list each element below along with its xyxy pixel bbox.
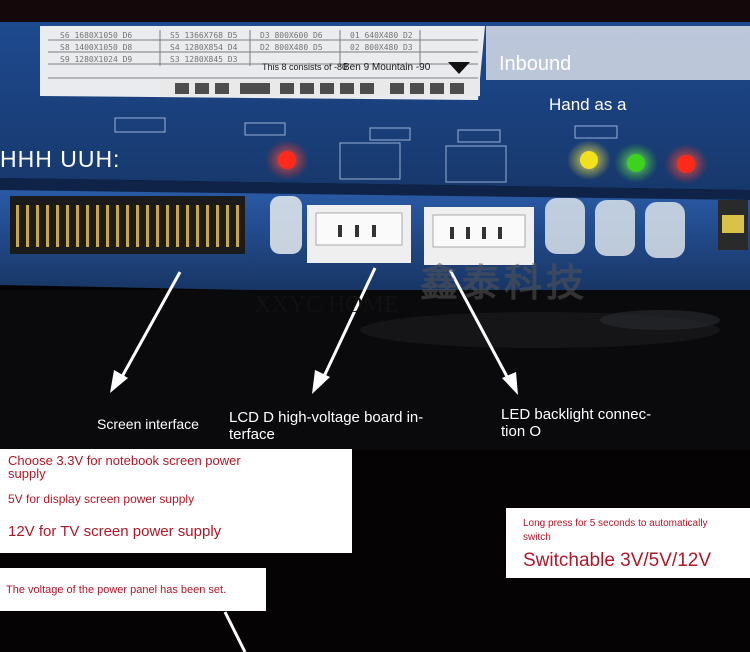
screen-interface-caption: Screen interface (97, 416, 199, 432)
watermark-cn: 鑫泰科技 (420, 261, 589, 305)
led-backlight-caption: LED backlight connec- tion O (501, 406, 652, 441)
svg-text:S9 1280X1024 D9: S9 1280X1024 D9 (60, 55, 132, 64)
arrow-bottom (223, 611, 247, 652)
svg-text:S5 1366X768 D5: S5 1366X768 D5 (170, 31, 238, 40)
switchable-voltage-label: Switchable 3V/5V/12V (523, 550, 712, 571)
arrow-screen-interface (116, 271, 182, 385)
info-line-5v: 5V for display screen power supply (8, 492, 195, 506)
switch-info-box: Long press for 5 seconds to automaticall… (506, 508, 750, 578)
voltage-info-box: Choose 3.3V for notebook screen power su… (0, 449, 352, 553)
board-note-line: This 8 consists of -80 (262, 62, 348, 72)
info-line-12v: 12V for TV screen power supply (8, 523, 222, 540)
led-5v-green (627, 154, 645, 172)
svg-text:S3 1280X845 D3: S3 1280X845 D3 (170, 55, 238, 64)
svg-text:D3 800X600 D6: D3 800X600 D6 (260, 31, 323, 40)
svg-text:02 800X480 D3: 02 800X480 D3 (350, 43, 413, 52)
power-panel-note: The voltage of the power panel has been … (6, 584, 227, 596)
led-12v-yellow (580, 151, 598, 169)
arrow-lcd-board (318, 267, 377, 386)
svg-text:01 640X480 D2: 01 640X480 D2 (350, 31, 413, 40)
svg-text:D2 800X480 D5: D2 800X480 D5 (260, 43, 323, 52)
arrow-led-backlight (448, 269, 514, 387)
svg-text:S8 1400X1050 D8: S8 1400X1050 D8 (60, 43, 132, 52)
power-panel-note-box: The voltage of the power panel has been … (0, 568, 266, 611)
light-pipe (270, 196, 302, 254)
hhh-caption: HHH UUH: (0, 146, 121, 172)
info-line-3v3: Choose 3.3V for notebook screen power su… (8, 453, 241, 481)
svg-text:S6 1680X1050 D6: S6 1680X1050 D6 (60, 31, 132, 40)
long-press-note: Long press for 5 seconds to automaticall… (523, 518, 708, 543)
watermark-en: XXYC HOME (254, 292, 399, 318)
inbound-label: Inbound (499, 53, 572, 75)
led-3v3-red (677, 155, 695, 173)
lcd-board-caption: LCD D high-voltage board in- terface (229, 409, 424, 444)
board-ben-line: Ben 9 Mountain -90 (343, 62, 431, 73)
hand-label: Hand as a (549, 95, 627, 114)
power-led-red (278, 151, 296, 169)
svg-text:S4 1280X854 D4: S4 1280X854 D4 (170, 43, 238, 52)
label-arrow-icon (448, 62, 470, 74)
